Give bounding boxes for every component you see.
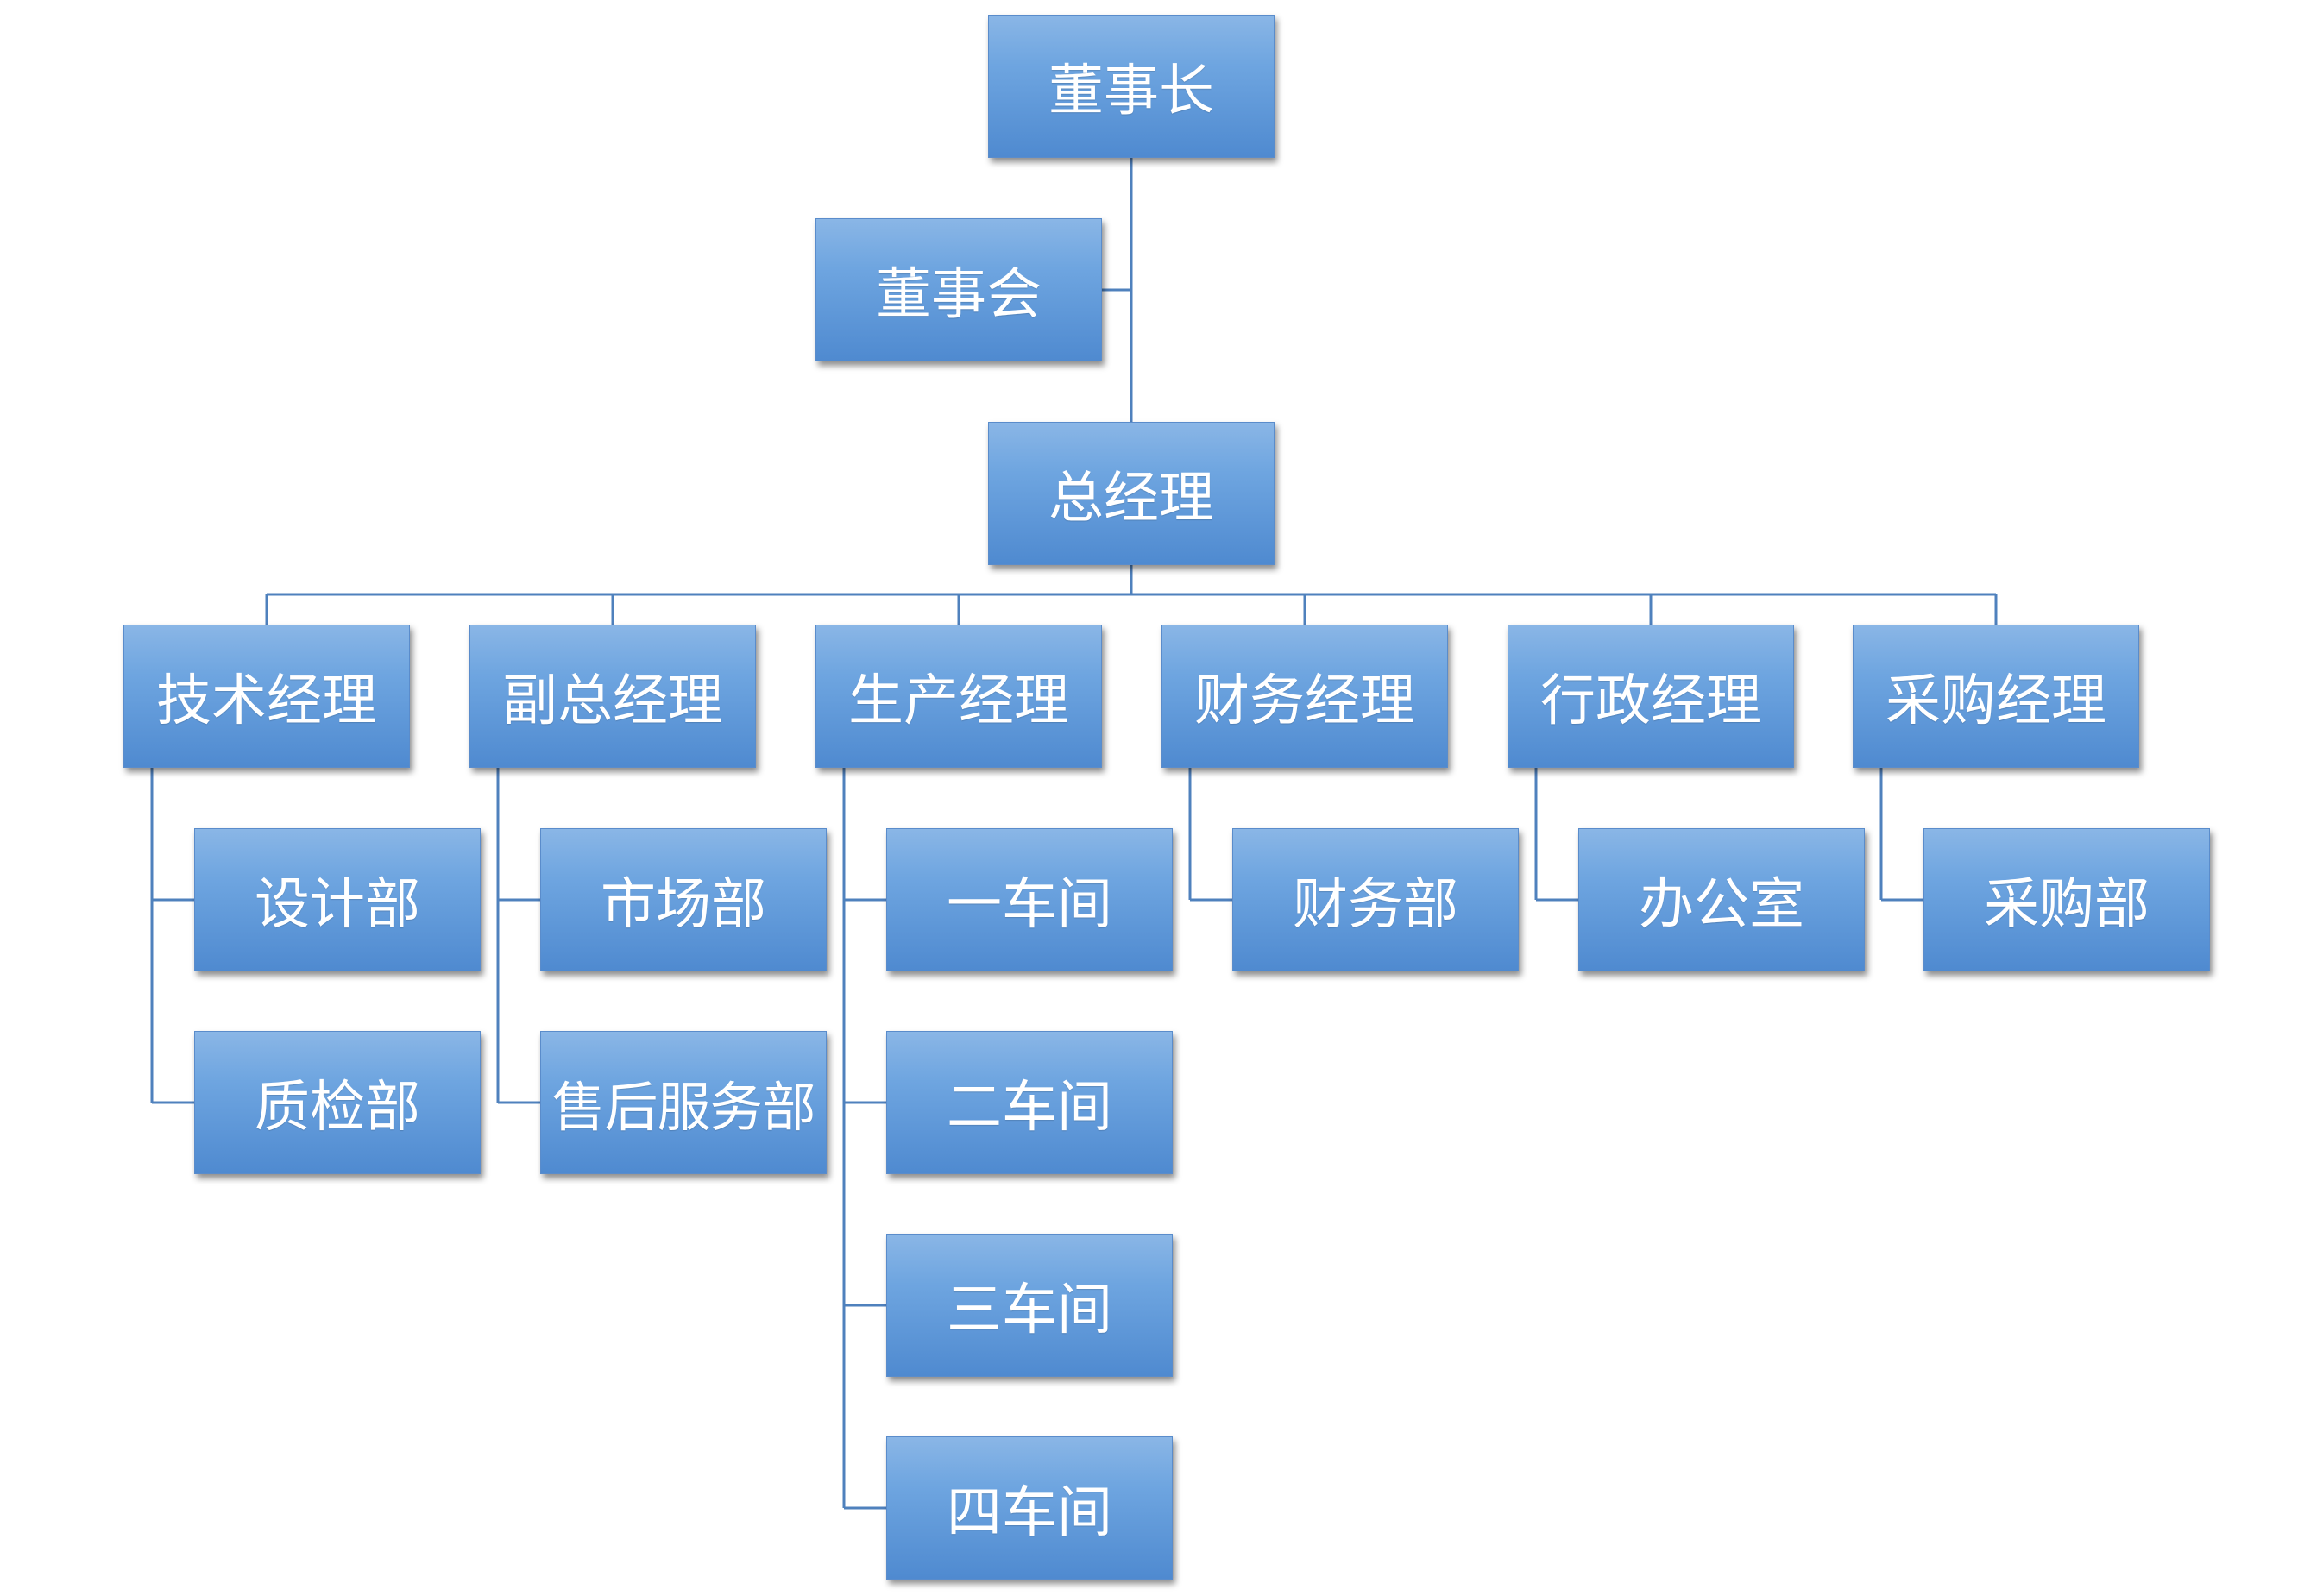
node-market-dept: 市场部	[540, 828, 827, 971]
node-quality-dept: 质检部	[194, 1031, 481, 1174]
node-tech-manager: 技术经理	[123, 625, 410, 768]
node-after-sales-dept: 售后服务部	[540, 1031, 827, 1174]
node-purchasing-manager: 采购经理	[1853, 625, 2139, 768]
node-finance-manager: 财务经理	[1162, 625, 1448, 768]
node-general-manager: 总经理	[988, 422, 1275, 565]
node-workshop-2: 二车间	[886, 1031, 1173, 1174]
node-vice-general-manager: 副总经理	[469, 625, 756, 768]
node-chairman: 董事长	[988, 15, 1275, 158]
node-design-dept: 设计部	[194, 828, 481, 971]
node-finance-dept: 财务部	[1232, 828, 1519, 971]
node-workshop-3: 三车间	[886, 1234, 1173, 1377]
node-board: 董事会	[815, 218, 1102, 361]
node-admin-manager: 行政经理	[1508, 625, 1794, 768]
node-office: 办公室	[1578, 828, 1865, 971]
node-workshop-1: 一车间	[886, 828, 1173, 971]
node-purchasing-dept: 采购部	[1923, 828, 2210, 971]
node-production-manager: 生产经理	[815, 625, 1102, 768]
node-workshop-4: 四车间	[886, 1436, 1173, 1580]
